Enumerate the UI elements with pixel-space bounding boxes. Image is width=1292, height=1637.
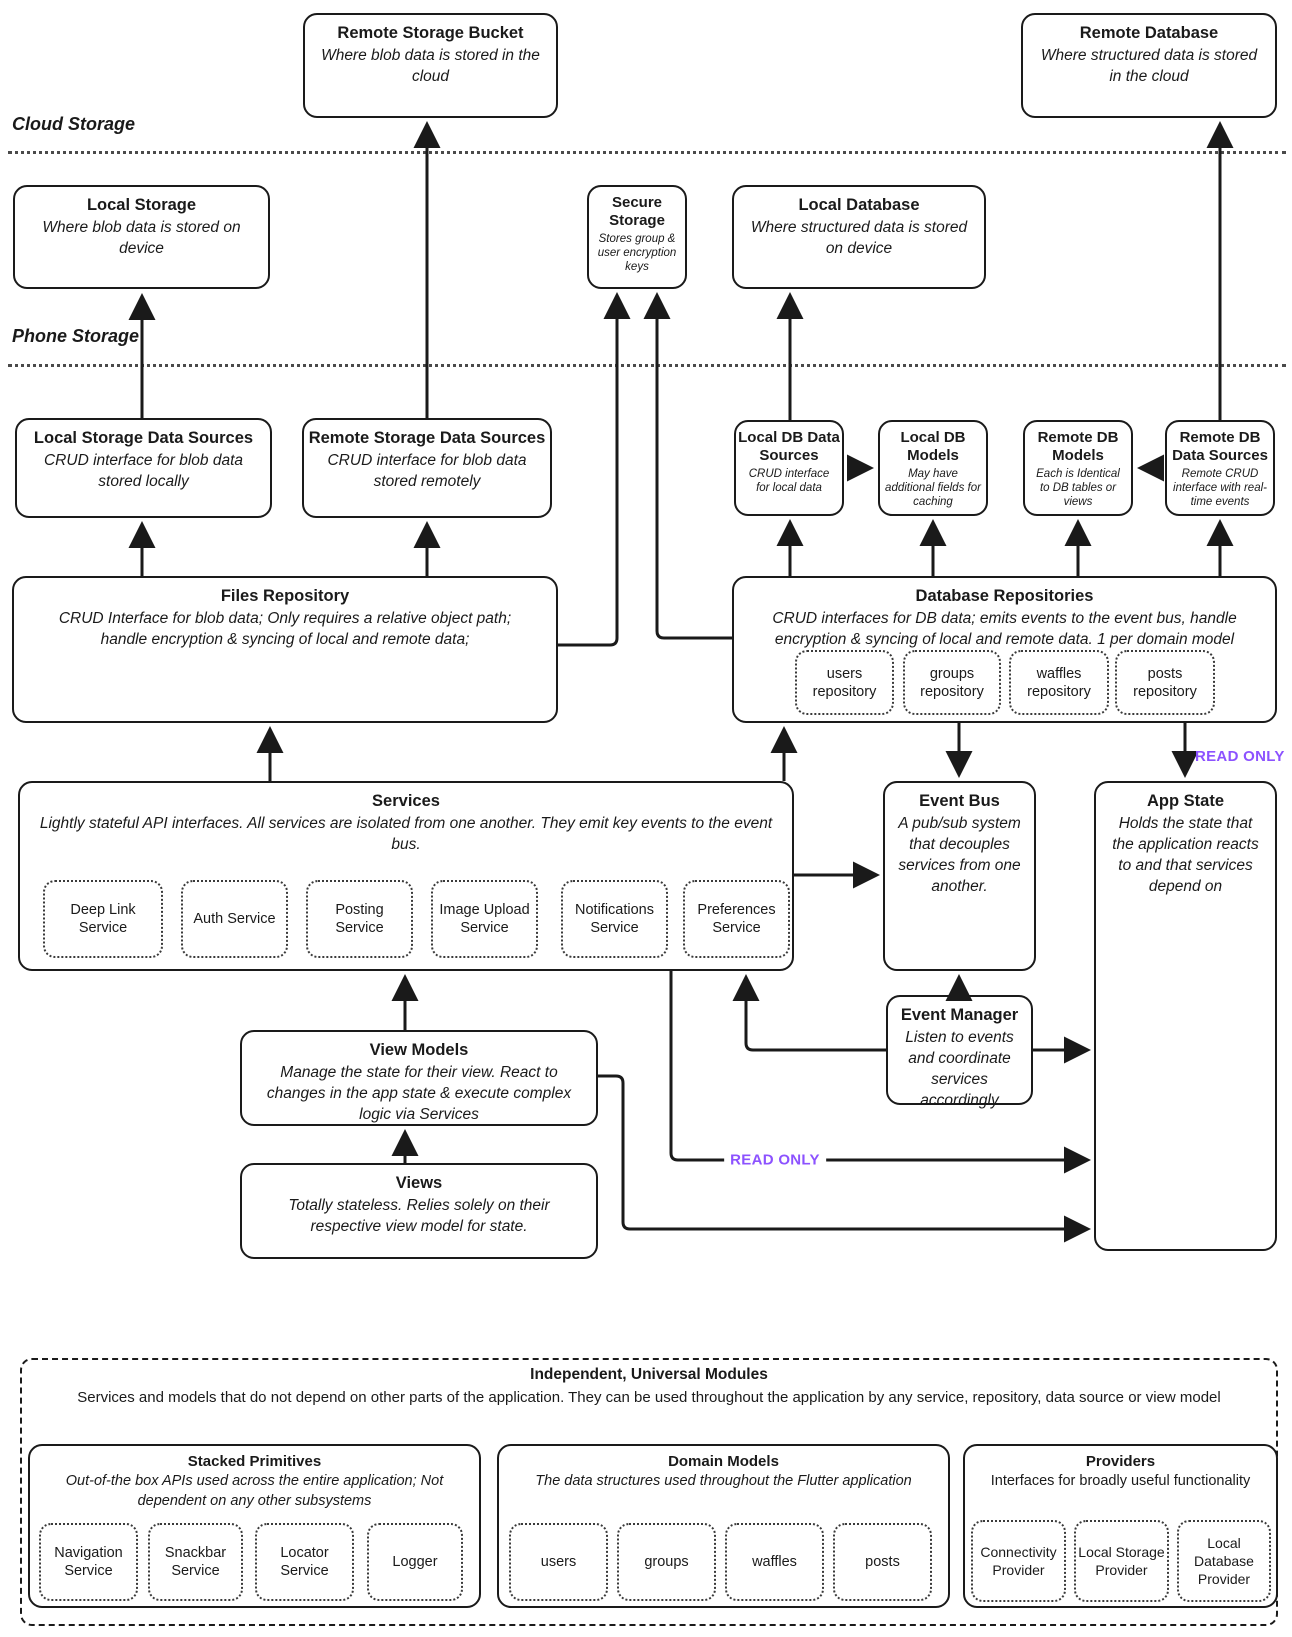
node-remote-storage-bucket: Remote Storage Bucket Where blob data is… <box>303 13 558 118</box>
node-desc: Listen to events and coordinate services… <box>905 1029 1014 1109</box>
node-local-storage-data-sources: Local Storage Data Sources CRUD interfac… <box>15 418 272 518</box>
node-desc: Where structured data is stored in the c… <box>1040 47 1258 85</box>
node-title: Views <box>395 1174 443 1192</box>
node-title: Remote DB Models <box>1037 429 1119 464</box>
node-logger: Logger <box>367 1523 463 1601</box>
node-local-storage-provider: Local Storage Provider <box>1074 1520 1169 1602</box>
box-title: Stacked Primitives <box>187 1453 322 1470</box>
node-title: Local Storage <box>86 196 197 214</box>
node-desc: Where blob data is stored in the cloud <box>321 47 540 85</box>
node-desc: Totally stateless. Relies solely on thei… <box>288 1197 550 1235</box>
read-only-label-mid: READ ONLY <box>724 1151 826 1169</box>
node-title: Remote Storage Data Sources <box>308 429 546 447</box>
node-app-state: App State Holds the state that the appli… <box>1094 781 1277 1251</box>
node-desc: May have additional fields for caching <box>885 468 981 508</box>
node-deep-link-service: Deep Link Service <box>43 880 163 958</box>
node-remote-database: Remote Database Where structured data is… <box>1021 13 1277 118</box>
node-title: View Models <box>369 1041 469 1059</box>
node-desc: Remote CRUD interface with real-time eve… <box>1173 468 1267 508</box>
box-desc: Interfaces for broadly useful functional… <box>990 1473 1251 1489</box>
node-event-bus: Event Bus A pub/sub system that decouple… <box>883 781 1036 971</box>
node-view-models: View Models Manage the state for their v… <box>240 1030 598 1126</box>
cloud-storage-label: Cloud Storage <box>12 114 136 134</box>
node-snackbar-service: Snackbar Service <box>148 1523 243 1601</box>
node-desc: Manage the state for their view. React t… <box>266 1064 572 1123</box>
node-desc: CRUD interface for blob data stored loca… <box>43 452 243 490</box>
node-title: Remote Database <box>1079 24 1219 42</box>
arrow-eventmanager-to-services <box>732 974 886 1052</box>
node-preferences-service: Preferences Service <box>683 880 790 958</box>
node-title: Services <box>372 792 440 810</box>
node-title: Database Repositories <box>915 587 1094 605</box>
node-local-storage: Local Storage Where blob data is stored … <box>13 185 270 289</box>
node-desc: CRUD interfaces for DB data; emits event… <box>772 610 1237 648</box>
node-local-db-data-sources: Local DB Data Sources CRUD interface for… <box>734 420 844 516</box>
phone-storage-divider <box>8 364 1286 367</box>
node-views: Views Totally stateless. Relies solely o… <box>240 1163 598 1259</box>
node-remote-db-data-sources: Remote DB Data Sources Remote CRUD inter… <box>1165 420 1275 516</box>
node-posts-repository: posts repository <box>1115 650 1215 715</box>
node-secure-storage: Secure Storage Stores group & user encry… <box>587 185 687 289</box>
node-title: Remote Storage Bucket <box>337 24 524 42</box>
node-local-db-models: Local DB Models May have additional fiel… <box>878 420 988 516</box>
node-desc: Each is Identical to DB tables or views <box>1036 468 1120 508</box>
box-title: Domain Models <box>668 1453 779 1470</box>
node-title: Event Bus <box>919 792 1000 810</box>
node-files-repository: Files Repository CRUD Interface for blob… <box>12 576 558 723</box>
node-title: Local Storage Data Sources <box>33 429 254 447</box>
node-desc: A pub/sub system that decouples services… <box>898 815 1021 895</box>
node-groups-repository: groups repository <box>903 650 1001 715</box>
node-waffles-model: waffles <box>725 1523 824 1601</box>
node-event-manager: Event Manager Listen to events and coord… <box>886 995 1033 1109</box>
node-groups-model: groups <box>617 1523 716 1601</box>
node-notifications-service: Notifications Service <box>561 880 668 958</box>
node-remote-storage-data-sources: Remote Storage Data Sources CRUD interfa… <box>302 418 552 518</box>
box-desc: The data structures used throughout the … <box>535 1473 912 1489</box>
node-title: Files Repository <box>220 587 350 605</box>
node-title: Local DB Data Sources <box>738 429 840 464</box>
node-title: Remote DB Data Sources <box>1172 429 1268 464</box>
section-title: Independent, Universal Modules <box>530 1366 768 1383</box>
cloud-storage-divider <box>8 151 1286 154</box>
phone-storage-label: Phone Storage <box>12 326 140 346</box>
arrow-filesrepo-to-securestorage <box>558 292 631 647</box>
node-title: Secure Storage <box>609 194 665 229</box>
node-desc: Where structured data is stored on devic… <box>750 219 968 257</box>
node-desc: CRUD Interface for blob data; Only requi… <box>58 610 512 648</box>
node-connectivity-provider: Connectivity Provider <box>971 1520 1066 1602</box>
node-users-model: users <box>509 1523 608 1601</box>
node-image-upload-service: Image Upload Service <box>431 880 538 958</box>
node-desc: CRUD interface for blob data stored remo… <box>327 452 527 490</box>
node-waffles-repository: waffles repository <box>1009 650 1109 715</box>
node-local-database-provider: Local Database Provider <box>1177 1520 1271 1602</box>
node-posting-service: Posting Service <box>306 880 413 958</box>
node-title: App State <box>1146 792 1224 810</box>
node-title: Event Manager <box>900 1006 1019 1024</box>
node-title: Local Database <box>798 196 920 214</box>
section-desc: Services and models that do not depend o… <box>77 1389 1221 1406</box>
node-desc: CRUD interface for local data <box>748 468 830 494</box>
node-posts-model: posts <box>833 1523 932 1601</box>
arrow-dbrepos-to-securestorage <box>643 292 732 640</box>
node-desc: Where blob data is stored on device <box>42 219 241 257</box>
node-users-repository: users repository <box>795 650 894 715</box>
node-desc: Holds the state that the application rea… <box>1112 815 1259 895</box>
node-desc: Lightly stateful API interfaces. All ser… <box>39 815 773 853</box>
box-title: Providers <box>1085 1453 1156 1470</box>
box-desc: Out-of-the box APIs used across the enti… <box>65 1473 444 1509</box>
node-auth-service: Auth Service <box>181 880 288 958</box>
read-only-label-top: READ ONLY <box>1195 748 1285 765</box>
node-navigation-service: Navigation Service <box>39 1523 138 1601</box>
node-locator-service: Locator Service <box>255 1523 354 1601</box>
node-desc: Stores group & user encryption keys <box>597 233 677 273</box>
node-title: Local DB Models <box>900 429 966 464</box>
node-remote-db-models: Remote DB Models Each is Identical to DB… <box>1023 420 1133 516</box>
node-local-database: Local Database Where structured data is … <box>732 185 986 289</box>
